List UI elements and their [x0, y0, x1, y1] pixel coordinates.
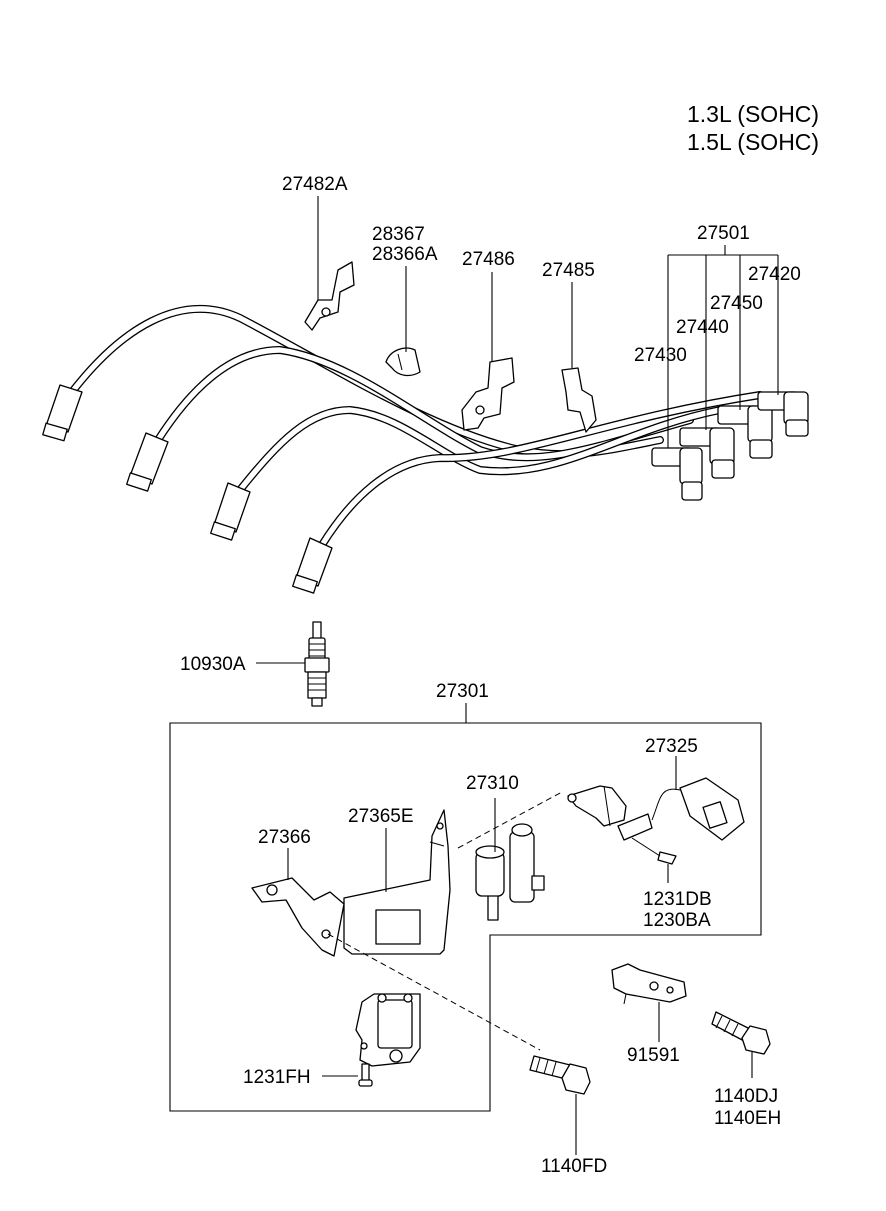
bracket-27365E — [343, 809, 451, 955]
coil-boot-27430 — [651, 447, 703, 501]
spark-plug-10930A — [304, 621, 330, 707]
engine-variant-2: 1.5L (SOHC) — [687, 129, 819, 155]
clip-27486 — [461, 357, 515, 431]
coil-boot-27450 — [717, 405, 773, 459]
label-27366: 27366 — [258, 827, 311, 848]
screw-1231DB — [631, 837, 677, 865]
label-27486: 27486 — [462, 249, 515, 270]
label-10930A: 10930A — [180, 654, 246, 675]
label-28367: 28367 — [372, 224, 425, 245]
label-27450: 27450 — [710, 293, 763, 314]
spark-plug-cables — [42, 304, 809, 594]
label-1231DB: 1231DB — [643, 889, 712, 910]
label-27501: 27501 — [697, 223, 750, 244]
clip-27482A — [304, 261, 355, 331]
sensor-27325 — [567, 777, 745, 841]
assembly-box-27301 — [169, 722, 762, 1112]
label-27482A: 27482A — [282, 174, 348, 195]
bolt-1140DJ — [711, 1011, 771, 1055]
cable-boot-1 — [42, 384, 83, 442]
engine-variant-1: 1.3L (SOHC) — [687, 101, 819, 127]
label-27325: 27325 — [645, 736, 698, 757]
bolt-1140FD — [529, 1055, 591, 1095]
label-1140FD: 1140FD — [541, 1156, 607, 1177]
coil-boot-27420 — [757, 391, 809, 437]
label-27310: 27310 — [466, 773, 519, 794]
coil-27310 — [475, 823, 545, 921]
label-27420: 27420 — [748, 264, 801, 285]
clip-28367 — [385, 347, 421, 377]
label-91591: 91591 — [627, 1045, 680, 1066]
label-1140DJ: 1140DJ — [714, 1086, 778, 1107]
coil-boot-27440 — [679, 427, 735, 479]
label-1231FH: 1231FH — [243, 1067, 311, 1088]
module-bracket — [355, 993, 421, 1067]
label-27430: 27430 — [634, 345, 687, 366]
label-27485: 27485 — [542, 260, 595, 281]
label-1140EH: 1140EH — [714, 1108, 781, 1129]
label-1230BA: 1230BA — [643, 910, 711, 931]
label-27365E: 27365E — [348, 806, 414, 827]
cable-boot-4 — [292, 537, 333, 594]
label-27301: 27301 — [436, 681, 489, 702]
clip-27485 — [561, 367, 597, 433]
bracket-91591 — [611, 963, 687, 1005]
label-28366A: 28366A — [372, 244, 438, 265]
cable-boot-3 — [210, 482, 251, 541]
bracket-27366 — [251, 877, 345, 957]
cable-boot-2 — [126, 432, 169, 492]
label-27440: 27440 — [676, 317, 729, 338]
screw-1231FH — [358, 1063, 373, 1087]
